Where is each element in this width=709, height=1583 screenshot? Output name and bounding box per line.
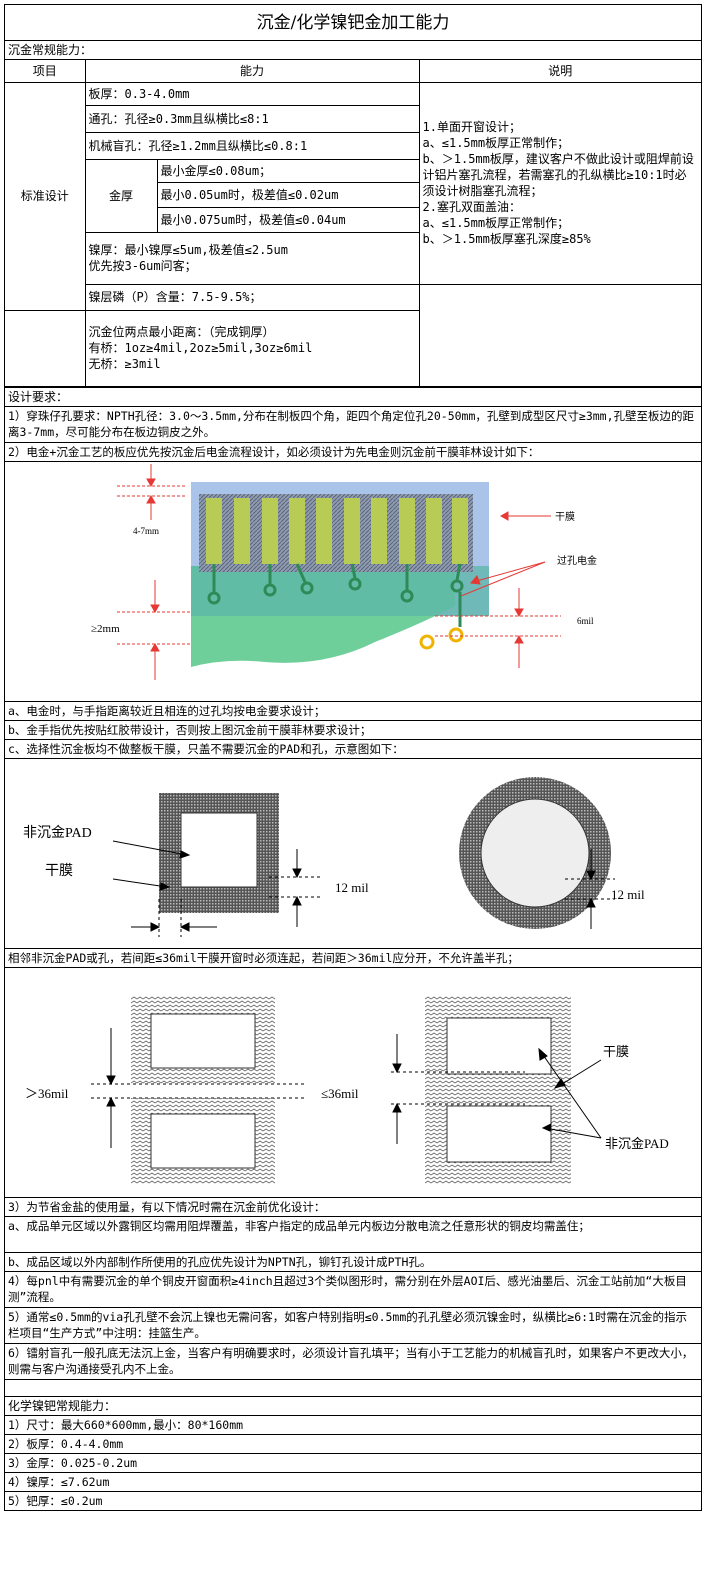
note-line: b、＞1.5mm板厚，建议客户不做此设计或阻焊前设计铝片塞孔流程，若需塞孔的孔纵… bbox=[422, 152, 694, 198]
note-line: a、≤1.5mm板厚正常制作； bbox=[422, 216, 570, 230]
header-capability: 能力 bbox=[84, 60, 420, 83]
enepig-thickness: 2）板厚：0.4-4.0mm bbox=[5, 1435, 701, 1454]
design-item-2: 2）电金+沉金工艺的板应优先按沉金后电金流程设计，如必须设计为先电金则沉金前干膜… bbox=[5, 443, 701, 462]
design-item-3: 3）为节省金盐的使用量，有以下情况时需在沉金前优化设计： bbox=[5, 1198, 701, 1217]
spacing-diagram: ＞36mil ≤36mil 干膜 非沉金PAD bbox=[25, 995, 669, 1184]
dim-4-7mm: 4-7mm bbox=[133, 526, 159, 536]
dim-6mil: 6mil bbox=[577, 616, 594, 626]
header-item: 项目 bbox=[5, 60, 86, 83]
cap-phosphorus: 镍层磷（P）含量：7.5-9.5%； bbox=[85, 283, 420, 311]
dim-2mm: ≥2mm bbox=[91, 623, 120, 635]
design-item-3a: a、成品单元区域以外露铜区均需用阻焊覆盖，非客户指定的成品单元内板边分散电流之任… bbox=[5, 1217, 701, 1253]
distance-line-2: 有桥：1oz≥4mil,2oz≥5mil,3oz≥6mil bbox=[88, 341, 313, 355]
distance-line-1: 沉金位两点最小距离：（完成铜厚） bbox=[88, 325, 275, 339]
design-note-a: a、电金时，与手指距离较近且相连的过孔均按电金要求设计； bbox=[5, 702, 701, 721]
cap-through-hole: 通孔：孔径≥0.3mm且纵横比≤8:1 bbox=[85, 104, 420, 133]
note-line: b、＞1.5mm板厚塞孔深度≥85% bbox=[422, 232, 591, 246]
design-item-4: 4）每pnl中有需要沉金的单个铜皮开窗面积≥4inch且超过3个类似图形时，需分… bbox=[5, 1272, 701, 1308]
via-traces bbox=[207, 562, 464, 627]
dim-12mil-left: 12 mil bbox=[335, 880, 369, 895]
design-item-1: 1）穿珠仔孔要求：NPTH孔径：3.0～3.5mm,分布在制板四个角，距四个角定… bbox=[5, 407, 701, 443]
gold-thickness-label: 金厚 bbox=[85, 158, 158, 233]
cap-gold-1: 最小金厚≤0.08um； bbox=[156, 158, 420, 183]
design-note-c: c、选择性沉金板均不做整板干膜，只盖不需要沉金的PAD和孔，示意图如下： bbox=[5, 740, 701, 759]
label-dry-film: 干膜 bbox=[555, 511, 575, 523]
round-pad bbox=[480, 798, 590, 907]
label-non-gold-pad: 非沉金PAD bbox=[23, 825, 92, 841]
adjacent-pad-rule: 相邻非沉金PAD或孔，若间距≤36mil干膜开窗时必须连起，若间距＞36mil应… bbox=[5, 949, 701, 968]
enepig-nickel: 4）镍厚：≤7.62um bbox=[5, 1473, 701, 1492]
cap-nickel: 镍厚：最小镍厚≤5um,极差值≤2.5um 优先按3-6um问客； bbox=[85, 231, 420, 285]
design-item-6: 6）镭射盲孔一般孔底无法沉上金，当客户有明确要求时，必须设计盲孔填平；当有小于工… bbox=[5, 1344, 701, 1380]
note-line: 2.塞孔双面盖油： bbox=[422, 200, 521, 214]
dim-le-36mil: ≤36mil bbox=[321, 1086, 359, 1101]
design-item-5: 5）通常≤0.5mm的via孔孔壁不会沉上镍也无需问客，如客户特别指明≤0.5m… bbox=[5, 1308, 701, 1344]
selective-film-diagram: 非沉金PAD 干膜 12 mil 12 mil bbox=[23, 776, 645, 937]
figure-spacing-rule: ＞36mil ≤36mil 干膜 非沉金PAD bbox=[5, 968, 701, 1198]
header-note: 说明 bbox=[418, 60, 701, 83]
cap-blind-hole: 机械盲孔：孔径≥1.2mm且纵横比≤0.8:1 bbox=[85, 131, 420, 160]
figure-gold-finger-film: 4-7mm ≥2mm 干膜 过孔电金 6mil bbox=[5, 462, 701, 702]
design-note-b: b、金手指优先按贴红胶带设计，否则按上图沉金前干膜菲林要求设计； bbox=[5, 721, 701, 740]
distance-line-3: 无桥：≥3mil bbox=[88, 357, 161, 371]
design-item-3b: b、成品区域以外内部制作所使用的孔应优先设计为NPTN孔，铆钉孔设计成PTH孔。 bbox=[5, 1253, 701, 1272]
note-empty-cell bbox=[418, 283, 701, 387]
section-header-enig: 沉金常规能力： bbox=[5, 41, 701, 60]
gold-fingers bbox=[206, 497, 468, 564]
label-dry-film: 干膜 bbox=[603, 1044, 629, 1059]
pad-top-left bbox=[150, 1013, 256, 1068]
design-header: 设计要求： bbox=[5, 386, 701, 407]
note-line: 1.单面开窗设计； bbox=[422, 120, 521, 134]
pad-bottom-right bbox=[446, 1105, 552, 1162]
figure-selective-film: 非沉金PAD 干膜 12 mil 12 mil bbox=[5, 759, 701, 949]
pad-bottom-left bbox=[150, 1113, 256, 1168]
enepig-gold: 3）金厚：0.025-0.2um bbox=[5, 1454, 701, 1473]
nickel-line-2: 优先按3-6um问客； bbox=[88, 259, 197, 273]
square-pad bbox=[180, 812, 258, 887]
label-dry-film: 干膜 bbox=[45, 863, 73, 879]
note-line: a、≤1.5mm板厚正常制作； bbox=[422, 136, 570, 150]
enepig-palladium: 5）钯厚：≤0.2um bbox=[8, 1493, 103, 1508]
enepig-size: 1）尺寸：最大660*600mm,最小：80*160mm bbox=[5, 1416, 701, 1435]
enepig-header: 化学镍钯常规能力： bbox=[5, 1397, 701, 1416]
row-group-standard: 标准设计 bbox=[5, 81, 86, 311]
enig-capability-table: 项目 能力 说明 标准设计 板厚：0.3-4.0mm 1.单面开窗设计； a、≤… bbox=[5, 60, 701, 387]
cap-board-thickness: 板厚：0.3-4.0mm bbox=[84, 81, 420, 106]
nickel-line-1: 镍厚：最小镍厚≤5um,极差值≤2.5um bbox=[88, 243, 288, 257]
spacer-row bbox=[5, 1380, 701, 1397]
label-non-gold-pad: 非沉金PAD bbox=[605, 1136, 669, 1151]
pad-top-right bbox=[446, 1017, 552, 1074]
cap-distance: 沉金位两点最小距离：（完成铜厚） 有桥：1oz≥4mil,2oz≥5mil,3o… bbox=[84, 309, 420, 387]
gold-finger-diagram: 4-7mm ≥2mm 干膜 过孔电金 6mil bbox=[91, 463, 597, 680]
page-title: 沉金/化学镍钯金加工能力 bbox=[5, 5, 701, 41]
cap-gold-3: 最小0.075um时，极差值≤0.04um bbox=[157, 206, 420, 233]
dim-gt-36mil: ＞36mil bbox=[25, 1086, 69, 1101]
label-via-plating: 过孔电金 bbox=[557, 554, 597, 567]
note-cell: 1.单面开窗设计； a、≤1.5mm板厚正常制作； b、＞1.5mm板厚，建议客… bbox=[418, 81, 701, 285]
process-capability-sheet: 沉金/化学镍钯金加工能力 沉金常规能力： 项目 能力 说明 标准设计 板厚：0.… bbox=[4, 4, 702, 1511]
cap-gold-2: 最小0.05um时，极差值≤0.02um bbox=[157, 181, 420, 208]
dim-12mil-right: 12 mil bbox=[611, 887, 645, 902]
